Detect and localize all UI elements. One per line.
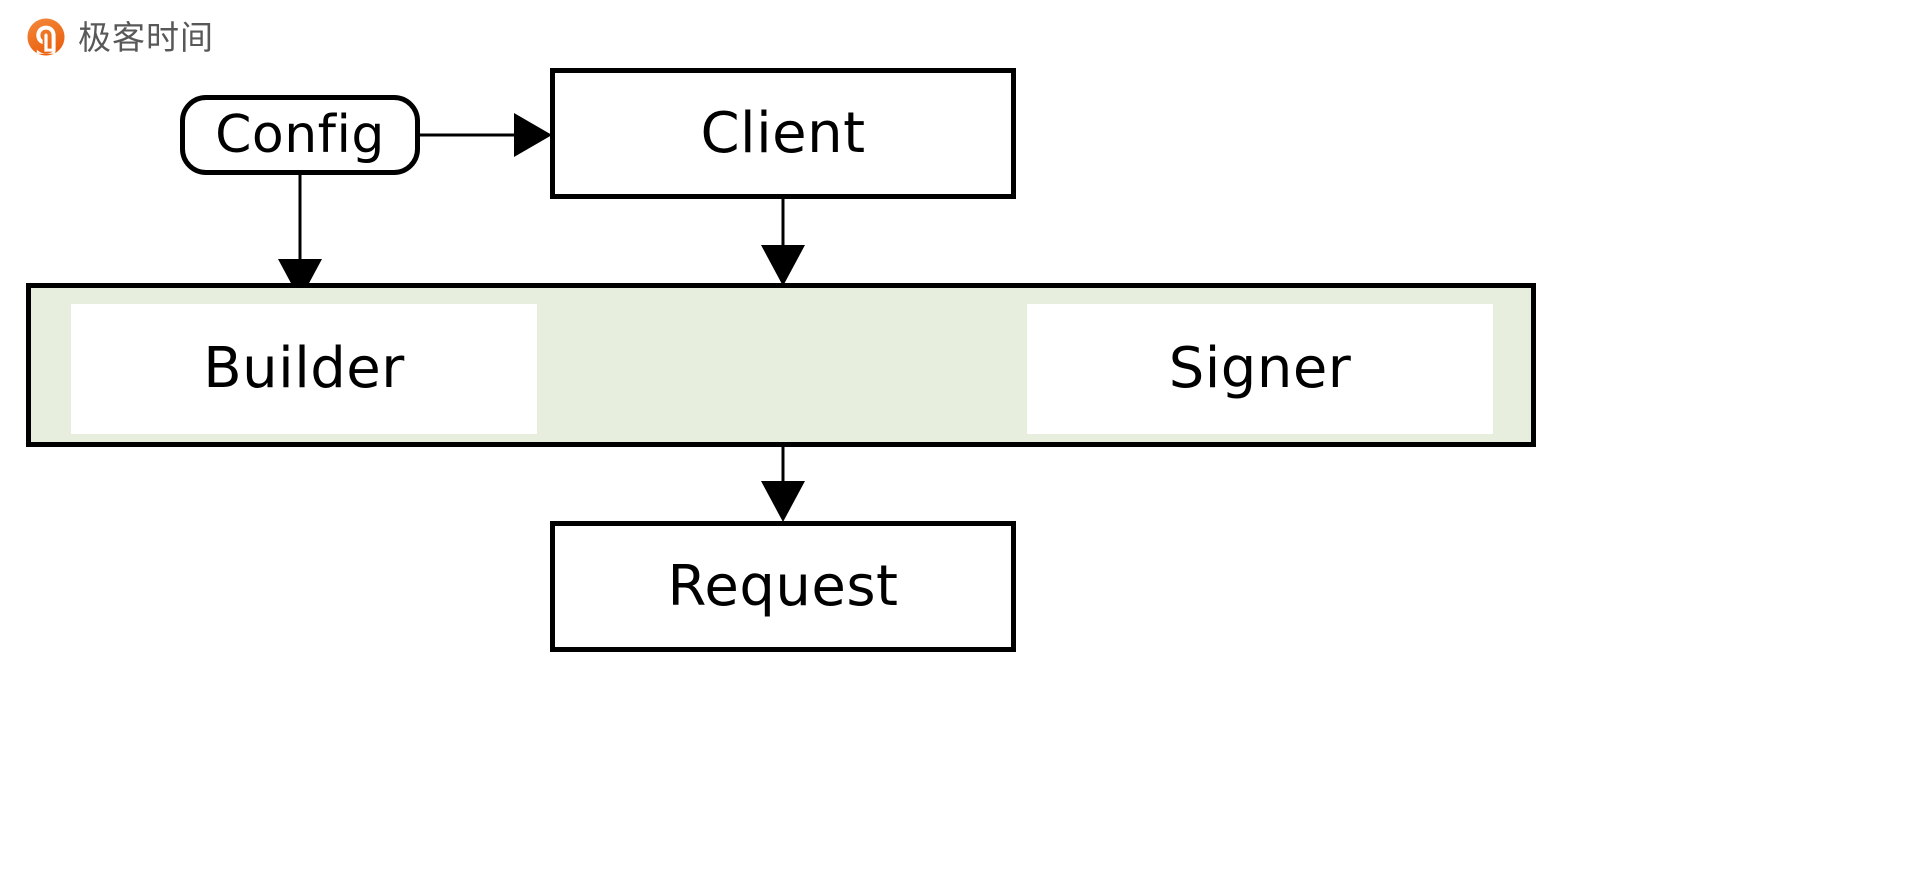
node-request[interactable]: Request [550, 521, 1016, 652]
edge-config-to-builder [278, 175, 322, 300]
node-client[interactable]: Client [550, 68, 1016, 199]
node-config[interactable]: Config [180, 95, 420, 175]
geektime-logo-icon [27, 18, 65, 56]
brand-logo: 极客时间 [26, 14, 214, 60]
node-builder[interactable]: Builder [71, 304, 537, 434]
brand-name: 极客时间 [78, 17, 214, 57]
node-builder-label: Builder [203, 336, 405, 401]
node-request-label: Request [667, 553, 899, 619]
edge-config-to-client [420, 113, 552, 157]
builder-signer-group: Builder Signer [26, 283, 1536, 447]
node-client-label: Client [700, 100, 866, 166]
edge-group-to-request [761, 447, 805, 522]
node-signer-label: Signer [1168, 336, 1352, 401]
node-config-label: Config [215, 105, 385, 165]
edge-client-to-group [761, 199, 805, 286]
node-signer[interactable]: Signer [1027, 304, 1493, 434]
